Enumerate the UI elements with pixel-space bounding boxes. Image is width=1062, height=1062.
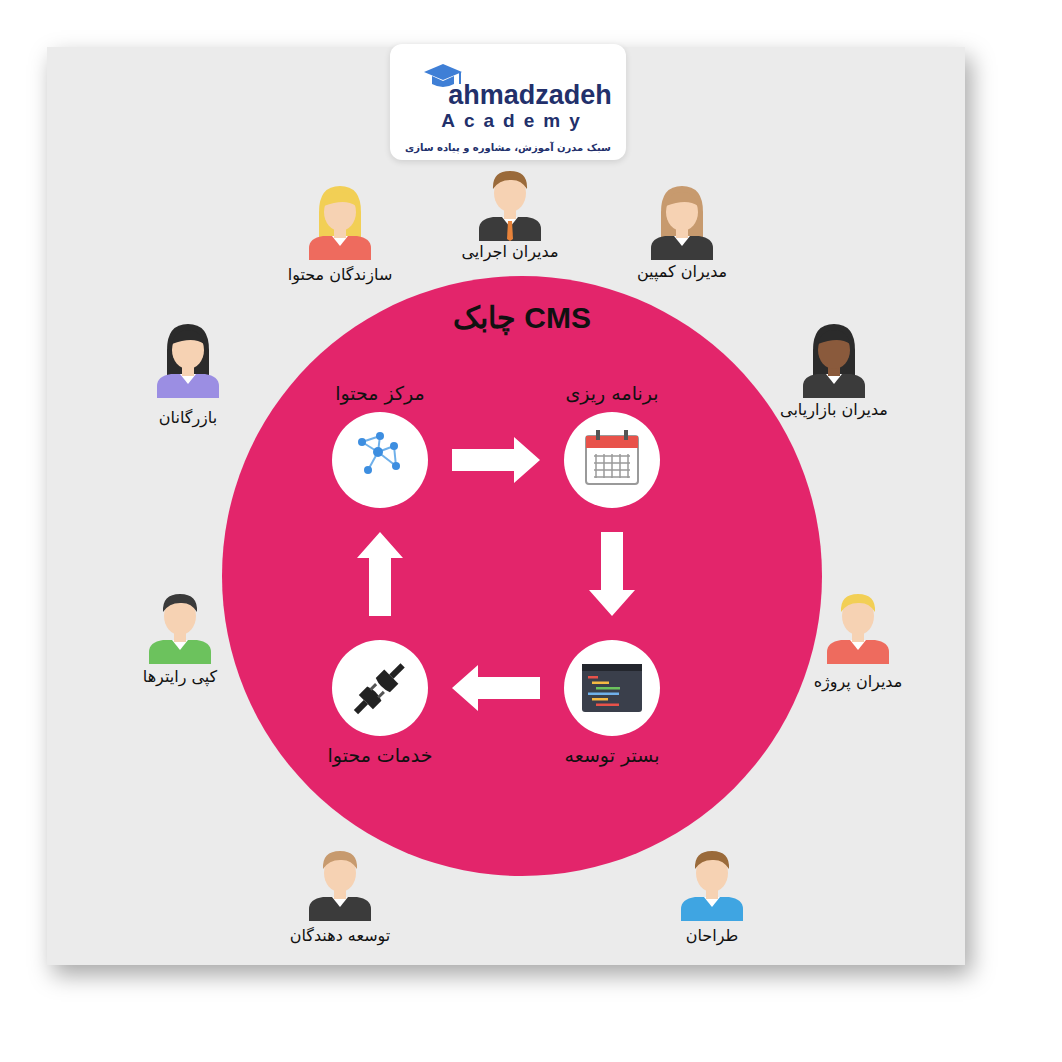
person-figure <box>823 586 893 664</box>
person-figure <box>305 182 375 260</box>
role-label-holder: مدیران بازاریابی <box>780 400 888 419</box>
role-label-holder: سازندگان محتوا <box>288 265 393 284</box>
diagram-title: CMS چابک <box>453 301 591 334</box>
role-label: توسعه دهندگان <box>290 926 391 945</box>
person-figure <box>145 586 215 664</box>
person-figure <box>647 182 717 260</box>
role-label-holder: بازرگانان <box>159 408 217 427</box>
logo-text-holder: ahmadzadeh <box>445 80 615 111</box>
role-label-holder: مدیران اجرایی <box>462 242 559 261</box>
role-label: کپی رایترها <box>143 667 217 686</box>
diagram-title-holder: CMS چابک <box>222 300 822 335</box>
logo-tagline: سبک مدرن آموزش، مشاوره و پیاده سازی <box>405 142 611 153</box>
role-label-holder: مدیران کمپین <box>637 262 727 281</box>
role-label-holder: طراحان <box>686 926 739 945</box>
stage-circle: برنامه ریزی <box>564 412 660 508</box>
role-label-holder: کپی رایترها <box>143 667 217 686</box>
stage-label-holder: خدمات محتوا <box>328 744 433 766</box>
role-label: سازندگان محتوا <box>288 265 393 284</box>
role-label-holder: توسعه دهندگان <box>290 926 391 945</box>
flow-arrow <box>452 437 540 483</box>
flow-arrow <box>452 665 540 711</box>
logo-wordmark: ahmadzadeh <box>448 80 612 110</box>
system-circle: CMS چابک مرکز محتوا برنامه ریزی بستر توسعه خ… <box>222 276 822 876</box>
stage-label: برنامه ریزی <box>565 382 658 404</box>
connector-layer <box>222 276 822 876</box>
role-label: مدیران کمپین <box>637 262 727 281</box>
stage-circle: بستر توسعه <box>564 640 660 736</box>
role-label: بازرگانان <box>159 408 217 427</box>
person-figure <box>677 843 747 921</box>
stage-label: مرکز محتوا <box>335 382 425 404</box>
plug-icon <box>332 640 428 736</box>
person-figure <box>153 320 223 398</box>
stage-label-holder: بستر توسعه <box>565 744 660 766</box>
logo-text-holder: Academy <box>420 110 610 132</box>
flow-arrow <box>357 532 403 616</box>
person-figure <box>475 163 545 241</box>
role-label: طراحان <box>686 926 739 945</box>
stage-circle: مرکز محتوا <box>332 412 428 508</box>
code-icon <box>564 640 660 736</box>
network-icon <box>332 412 428 508</box>
stage-label-holder: برنامه ریزی <box>565 382 658 404</box>
stage-circle: خدمات محتوا <box>332 640 428 736</box>
person-figure <box>799 320 869 398</box>
flow-arrow <box>589 532 635 616</box>
logo-subtitle: Academy <box>441 110 589 131</box>
logo-text-holder: سبک مدرن آموزش، مشاوره و پیاده سازی <box>400 136 616 155</box>
role-label: مدیران بازاریابی <box>780 400 888 419</box>
stage-label: خدمات محتوا <box>328 744 433 766</box>
role-label: مدیران اجرایی <box>462 242 559 261</box>
stage-label-holder: مرکز محتوا <box>335 382 425 404</box>
stage-label: بستر توسعه <box>565 744 660 766</box>
role-label-holder: مدیران پروژه <box>814 672 903 691</box>
role-label: مدیران پروژه <box>814 672 903 691</box>
person-figure <box>305 843 375 921</box>
calendar-icon <box>564 412 660 508</box>
